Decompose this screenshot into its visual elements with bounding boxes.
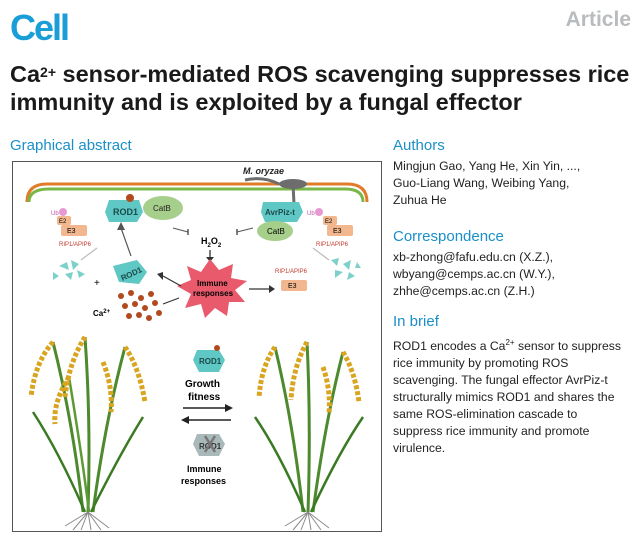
calcium-ions	[118, 290, 162, 321]
svg-text:AvrPiz-t: AvrPiz-t	[265, 208, 295, 217]
title-ca: Ca	[10, 61, 41, 87]
in-brief-heading: In brief	[393, 313, 439, 330]
graphical-abstract-heading: Graphical abstract	[10, 137, 132, 154]
correspondence-heading: Correspondence	[393, 228, 504, 245]
svg-text:RIP1/APIP6: RIP1/APIP6	[316, 242, 349, 248]
growth-label: Growth	[185, 379, 220, 390]
ca2-label: Ca2+	[93, 309, 111, 318]
graphical-abstract-figure: M. oryzae Ub E2 E3 RIP1/APIP6 ROD1 CatB …	[12, 161, 382, 532]
svg-text:Immune: Immune	[197, 279, 228, 288]
authors-list: Mingjun Gao, Yang He, Xin Yin, ..., Guo-…	[393, 159, 581, 207]
immune-label: Immune	[187, 464, 222, 474]
svg-text:responses: responses	[193, 289, 234, 298]
email-link[interactable]: zhhe@cemps.ac.cn (Z.H.)	[393, 284, 535, 298]
svg-text:Ub: Ub	[51, 211, 59, 217]
title-sup: 2+	[40, 64, 57, 80]
responses-label: responses	[181, 476, 226, 486]
immune-responses-burst	[177, 259, 247, 318]
avrpiz-protein	[261, 202, 303, 222]
email-link[interactable]: xb-zhong@fafu.edu.cn (X.Z.),	[393, 250, 554, 264]
rice-plant-left	[28, 335, 148, 531]
svg-text:E3: E3	[333, 228, 342, 235]
svg-text:ROD1: ROD1	[199, 357, 222, 366]
svg-text:CatB: CatB	[153, 204, 171, 213]
svg-text:Ub: Ub	[307, 211, 315, 217]
svg-text:E3: E3	[288, 283, 297, 290]
authors-heading: Authors	[393, 137, 445, 154]
title-rest: sensor-mediated ROS scavenging suppresse…	[10, 61, 630, 115]
rod1-protein-center	[193, 350, 225, 372]
fitness-label: fitness	[188, 392, 221, 403]
paper-title: Ca2+ sensor-mediated ROS scavenging supp…	[10, 60, 635, 116]
rice-plant-right	[253, 340, 365, 531]
fungus-icon	[244, 177, 307, 205]
svg-text:E3: E3	[67, 228, 76, 235]
catb-left	[143, 196, 183, 220]
rod1-protein-middle	[113, 260, 147, 284]
svg-text:ROD1: ROD1	[113, 207, 138, 217]
catb-right	[257, 221, 293, 241]
correspondence-list: xb-zhong@fafu.edu.cn (X.Z.), wbyang@cemp…	[393, 249, 633, 300]
article-type-label: Article	[565, 8, 631, 31]
svg-text:E2: E2	[59, 219, 67, 225]
svg-text:E2: E2	[325, 219, 333, 225]
svg-text:RIP1/APIP6: RIP1/APIP6	[59, 242, 92, 248]
h2o2-label: H2O2	[201, 236, 222, 249]
svg-text:+: +	[94, 278, 100, 289]
in-brief-text: ROD1 encodes a Ca2+ sensor to suppress r…	[393, 338, 621, 456]
cell-logo: Cell	[10, 7, 70, 48]
svg-text:CatB: CatB	[267, 227, 285, 236]
svg-text:RIP1/APIP6: RIP1/APIP6	[275, 269, 308, 275]
email-link[interactable]: wbyang@cemps.ac.cn (W.Y.),	[393, 267, 555, 281]
rod1-protein-top	[105, 200, 143, 222]
m-oryzae-label: M. oryzae	[243, 166, 284, 176]
